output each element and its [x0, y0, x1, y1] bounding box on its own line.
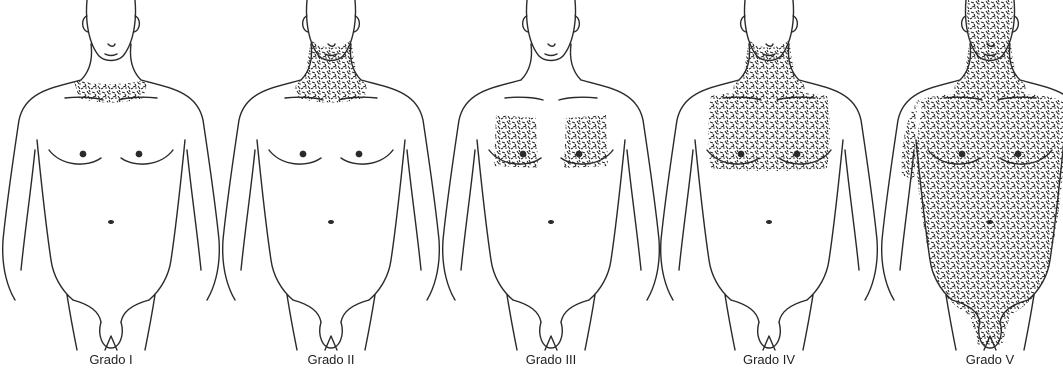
genitals-outline — [758, 322, 781, 348]
navel — [987, 220, 993, 224]
caption-grade-5: Grado V — [920, 352, 1060, 368]
neck-outline — [81, 44, 141, 80]
ears-outline — [303, 16, 360, 32]
arms-outline — [3, 80, 220, 300]
groin-lines — [293, 300, 369, 322]
torso-figure-grade-2 — [223, 0, 440, 350]
inner-arm-lines — [21, 150, 201, 270]
legs-outline — [507, 295, 595, 350]
ears-outline — [83, 16, 140, 32]
left-nipple — [520, 151, 527, 158]
torso-figure-grade-4 — [661, 0, 878, 350]
inner-arm-lines — [241, 150, 421, 270]
genitals-outline — [320, 322, 343, 348]
navel — [328, 220, 334, 224]
torso-figure-grade-5 — [882, 0, 1063, 350]
inner-arm-lines — [461, 150, 641, 270]
torso-figure-grade-1 — [3, 0, 220, 350]
legs-outline — [67, 295, 155, 350]
torso-figure-grade-3 — [443, 0, 660, 350]
navel — [766, 220, 772, 224]
navel — [108, 220, 114, 224]
ears-outline — [523, 16, 580, 32]
caption-grade-4: Grado IV — [699, 352, 839, 368]
left-nipple — [738, 151, 745, 158]
legs-outline — [287, 295, 375, 350]
right-nipple — [576, 151, 583, 158]
navel — [548, 220, 554, 224]
right-nipple — [356, 151, 363, 158]
neck-hair-region — [73, 78, 149, 103]
genitals-outline — [100, 322, 123, 348]
pectoral-lines — [269, 150, 393, 164]
upper-chest-hair-region — [708, 92, 830, 172]
head-outline — [87, 0, 136, 61]
arms-outline — [223, 80, 440, 300]
face-features — [545, 44, 557, 56]
clavicles — [505, 97, 597, 100]
full-torso-hair-region — [902, 93, 1063, 346]
caption-grade-2: Grado II — [261, 352, 401, 368]
caption-grade-3: Grado III — [481, 352, 621, 368]
neck-outline — [521, 44, 581, 80]
pectoral-lines — [49, 150, 173, 164]
genitals-outline — [540, 322, 563, 348]
left-nipple — [80, 151, 87, 158]
face-features — [105, 44, 117, 56]
right-nipple — [1015, 151, 1022, 158]
ears-outline — [741, 16, 798, 32]
caption-grade-1: Grado I — [41, 352, 181, 368]
chest-hair-patches — [494, 115, 608, 168]
left-nipple — [300, 151, 307, 158]
groin-lines — [73, 300, 149, 322]
right-nipple — [794, 151, 801, 158]
legs-outline — [725, 295, 813, 350]
arms-outline — [443, 80, 660, 300]
neck-hair-region — [295, 40, 367, 103]
groin-lines — [513, 300, 589, 322]
left-nipple — [959, 151, 966, 158]
right-nipple — [136, 151, 143, 158]
groin-lines — [731, 300, 807, 322]
head-outline — [527, 0, 576, 61]
